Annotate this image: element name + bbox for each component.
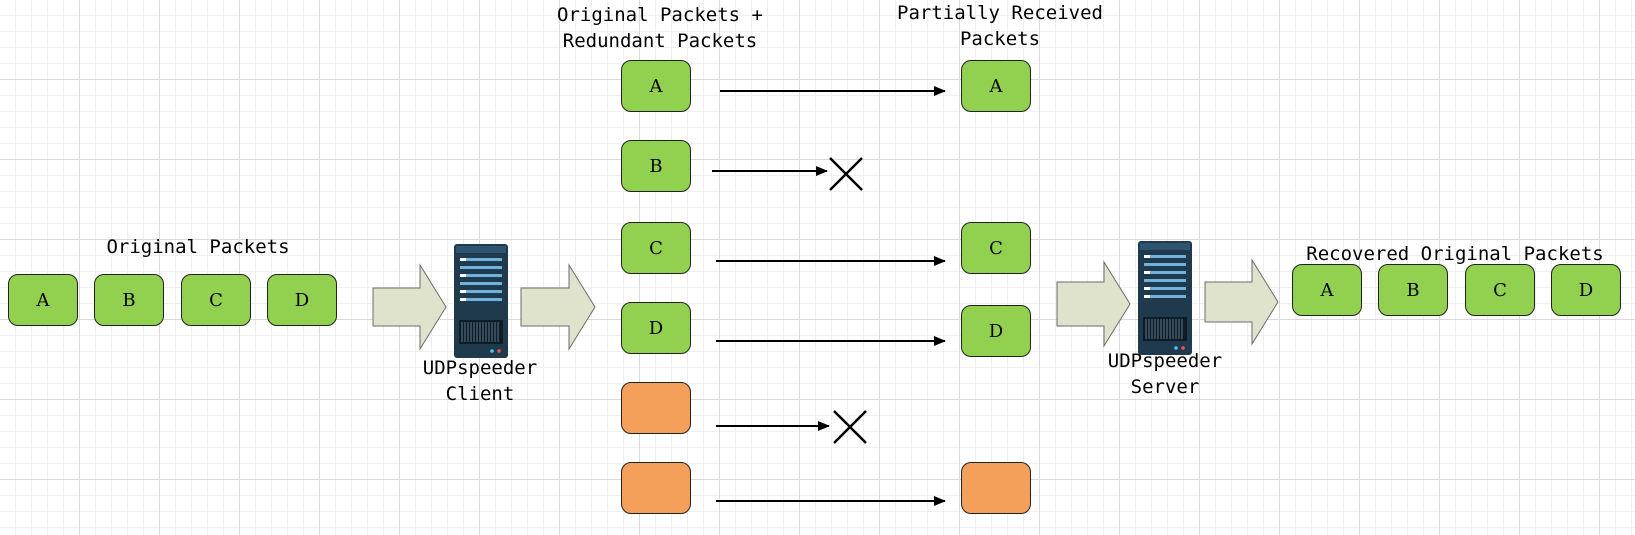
- received-redundant-packet: [961, 462, 1031, 514]
- sent-packet-b: B: [621, 140, 691, 192]
- input-packet-b: B: [94, 274, 164, 326]
- lost-x-icon: [833, 410, 867, 444]
- recovered-packet-b: B: [1378, 264, 1448, 316]
- block-arrow-icon: [520, 263, 596, 351]
- sent-packet-c: C: [621, 222, 691, 274]
- block-arrow-icon: [1056, 260, 1131, 348]
- redundant-packet-1: [621, 382, 691, 434]
- received-packet-a: A: [961, 60, 1031, 112]
- client-label-line2: Client: [445, 383, 515, 405]
- recovered-packet-a: A: [1292, 264, 1362, 316]
- server-label-line1: UDPspeeder: [1107, 350, 1223, 372]
- original-plus-redundant-title: Original Packets + Redundant Packets: [530, 2, 790, 54]
- lost-x-icon: [829, 157, 863, 191]
- client-label-line1: UDPspeeder: [422, 357, 538, 379]
- recovered-packet-d: D: [1551, 264, 1621, 316]
- partially-received-line2: Packets: [959, 28, 1041, 50]
- received-packet-d: D: [961, 305, 1031, 357]
- server-label: UDPspeeder Server: [1085, 348, 1245, 400]
- input-packet-a: A: [8, 274, 78, 326]
- original-plus-redundant-line1: Original Packets +: [557, 4, 763, 26]
- input-packet-d: D: [267, 274, 337, 326]
- client-server-icon: [453, 243, 509, 359]
- recovered-packets-title: Recovered Original Packets: [1306, 243, 1604, 265]
- redundant-packet-2: [621, 462, 691, 514]
- input-packet-c: C: [181, 274, 251, 326]
- server-server-icon: [1137, 240, 1193, 356]
- received-packet-c: C: [961, 222, 1031, 274]
- client-label: UDPspeeder Client: [400, 355, 560, 407]
- sent-packet-d: D: [621, 302, 691, 354]
- block-arrow-icon: [1204, 258, 1279, 346]
- partially-received-line1: Partially Received: [897, 2, 1103, 24]
- original-plus-redundant-line2: Redundant Packets: [562, 30, 758, 52]
- original-packets-title: Original Packets: [106, 236, 290, 258]
- partially-received-title: Partially Received Packets: [860, 0, 1140, 52]
- block-arrow-icon: [372, 263, 447, 351]
- sent-packet-a: A: [621, 60, 691, 112]
- recovered-packet-c: C: [1465, 264, 1535, 316]
- server-label-line2: Server: [1130, 376, 1200, 398]
